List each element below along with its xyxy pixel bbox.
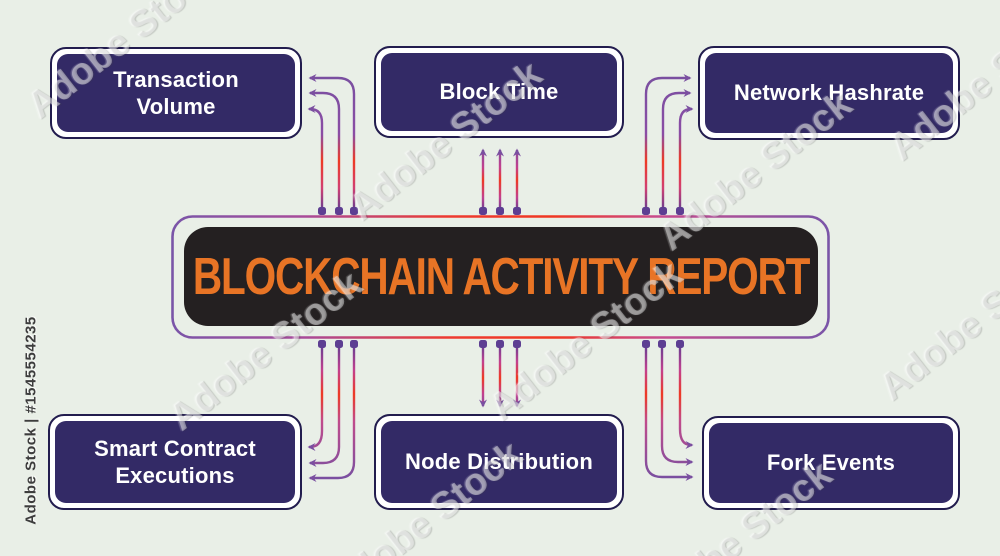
node-node-distribution: Node Distribution bbox=[374, 414, 624, 510]
node-fork-events: Fork Events bbox=[702, 416, 960, 510]
arrows-center-to-smart-contract-executions bbox=[307, 344, 356, 482]
node-network-hashrate-panel: Network Hashrate bbox=[705, 53, 953, 133]
node-transaction-volume: Transaction Volume bbox=[50, 47, 302, 139]
arrows-center-to-fork-events bbox=[644, 344, 694, 481]
connector-dots bbox=[318, 207, 684, 348]
node-transaction-volume-panel: Transaction Volume bbox=[57, 54, 295, 132]
node-label: Node Distribution bbox=[405, 449, 593, 475]
center-title-banner: BLOCKCHAIN ACTIVITY REPORT bbox=[184, 227, 818, 326]
node-label: Transaction Volume bbox=[113, 66, 239, 120]
node-label: Fork Events bbox=[766, 450, 896, 476]
node-node-distribution-panel: Node Distribution bbox=[381, 421, 617, 503]
node-label: Smart Contract Executions bbox=[94, 435, 256, 489]
node-label: Network Hashrate bbox=[733, 80, 925, 106]
node-smart-contract-executions: Smart Contract Executions bbox=[48, 414, 302, 510]
node-block-time-panel: Block Time bbox=[381, 53, 617, 131]
arrows-center-to-block-time bbox=[479, 148, 521, 209]
page-title: BLOCKCHAIN ACTIVITY REPORT bbox=[192, 247, 810, 306]
arrows-center-to-node-distribution bbox=[479, 344, 521, 408]
node-smart-contract-executions-panel: Smart Contract Executions bbox=[55, 421, 295, 503]
node-fork-events-panel: Fork Events bbox=[709, 423, 953, 503]
node-network-hashrate: Network Hashrate bbox=[698, 46, 960, 140]
arrows-center-to-transaction-volume bbox=[307, 74, 356, 211]
center-outline-frame bbox=[171, 215, 830, 339]
node-label: Block Time bbox=[439, 79, 559, 105]
arrows-center-to-network-hashrate bbox=[644, 74, 694, 211]
node-block-time: Block Time bbox=[374, 46, 624, 138]
